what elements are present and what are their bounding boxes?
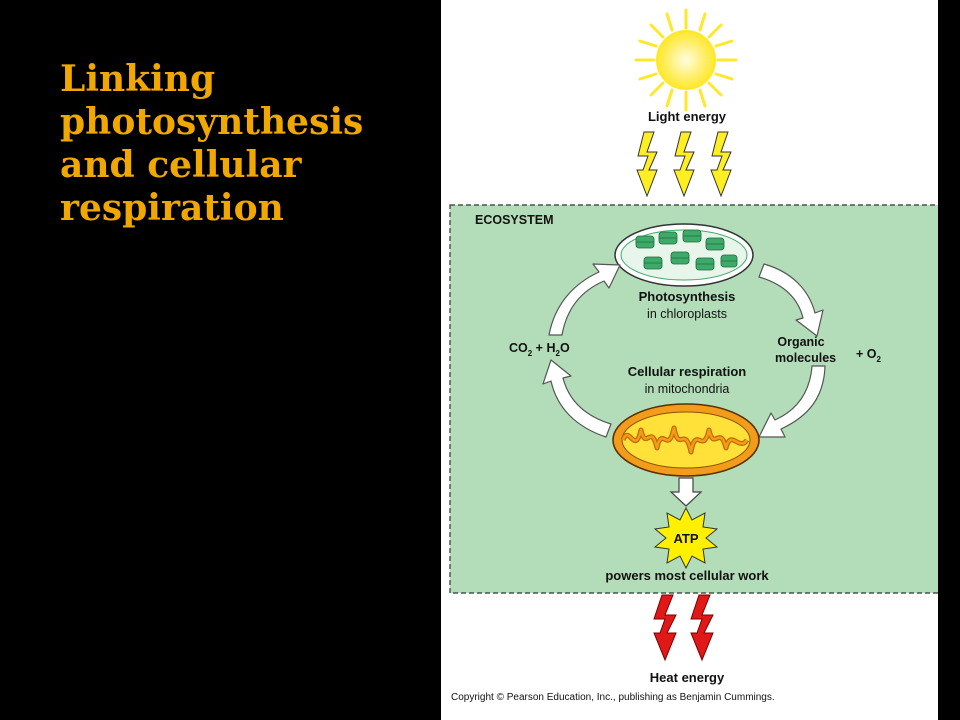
- light-bolt-icon: [710, 131, 732, 198]
- photosynthesis-sublabel: in chloroplasts: [647, 307, 727, 321]
- copyright-notice: Copyright © Pearson Education, Inc., pub…: [451, 692, 775, 703]
- mitochondrion-icon: [612, 403, 760, 477]
- slide-title-line: Linking: [60, 58, 216, 100]
- respiration-sublabel: in mitochondria: [645, 382, 730, 396]
- svg-text:molecules: molecules: [775, 351, 836, 365]
- molecules-o2-label: molecules + O2: [775, 347, 882, 365]
- slide-title-line: respiration: [60, 187, 284, 229]
- slide-title-line: and cellular: [60, 144, 302, 186]
- chloroplast-icon: [614, 223, 754, 287]
- cycle-arrow-top-right: [758, 263, 824, 337]
- atp-label: ATP: [673, 531, 698, 546]
- co2-h2o-label: CO2 + H2O: [509, 341, 570, 358]
- light-energy-bolts: [636, 131, 732, 198]
- slide-title: Linking photosynthesis and cellular resp…: [60, 58, 430, 230]
- cycle-arrow-bottom-left: [542, 359, 612, 438]
- energy-flow-diagram: ECOSYSTEM Light energy: [449, 8, 938, 703]
- svg-text:+ O2: + O2: [856, 347, 882, 364]
- light-bolt-icon: [673, 131, 695, 198]
- atp-burst-icon: [653, 506, 719, 570]
- light-bolt-icon: [636, 131, 658, 198]
- heat-energy-bolts: [653, 594, 714, 662]
- photosynthesis-label: Photosynthesis: [639, 289, 736, 304]
- ecosystem-label: ECOSYSTEM: [475, 213, 554, 227]
- atp-caption: powers most cellular work: [605, 568, 769, 583]
- cycle-arrow-top-left: [548, 263, 621, 336]
- cellular-respiration-label: Cellular respiration: [628, 364, 747, 379]
- light-energy-label: Light energy: [648, 109, 727, 124]
- sun-icon: [634, 8, 738, 112]
- heat-bolt-icon: [690, 594, 714, 662]
- organic-molecules-label: Organic: [777, 335, 824, 349]
- diagram-figure: ECOSYSTEM Light energy: [441, 0, 938, 720]
- slide-title-line: photosynthesis: [60, 101, 364, 143]
- heat-bolt-icon: [653, 594, 677, 662]
- down-arrow-icon: [669, 477, 703, 507]
- heat-energy-label: Heat energy: [650, 670, 725, 685]
